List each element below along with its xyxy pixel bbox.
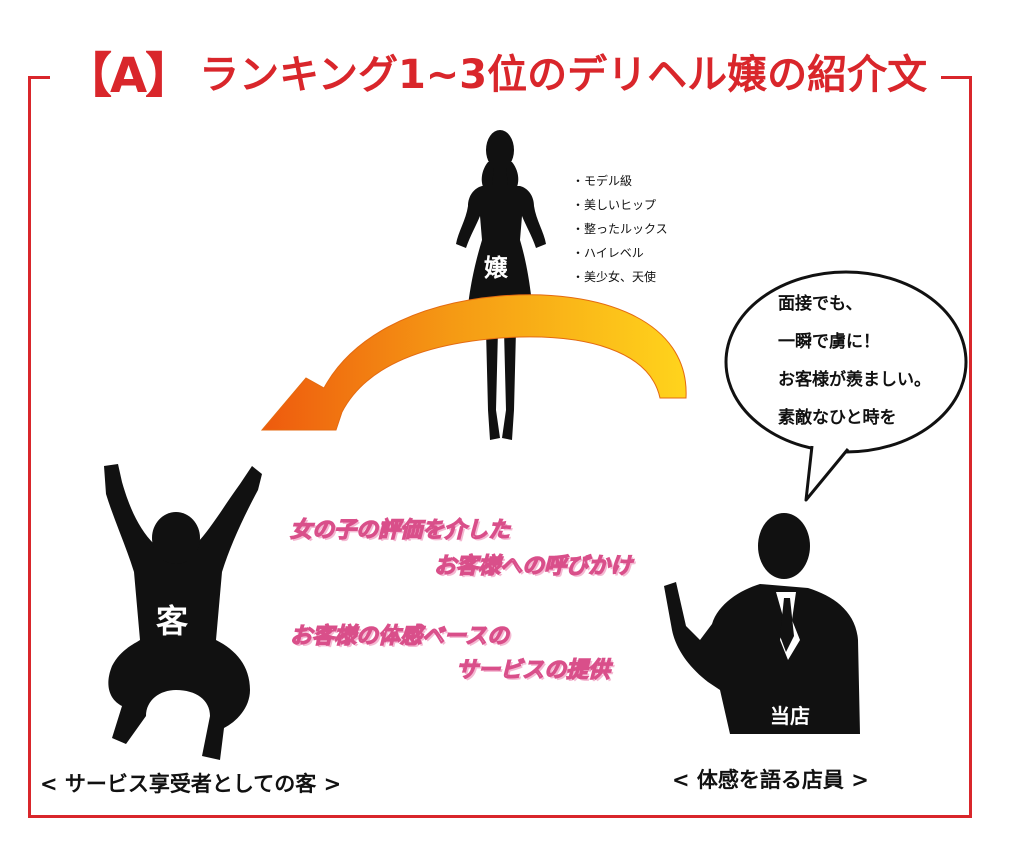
girl-trait: ・美しいヒップ <box>572 198 657 212</box>
speech-line: 一瞬で虜に！ <box>778 332 880 352</box>
speech-line: 面接でも、 <box>778 294 863 314</box>
shop-label: 当店 <box>770 704 810 728</box>
shop-staff-silhouette <box>664 513 860 734</box>
speech-bubble <box>724 270 968 502</box>
customer-caption: < サービス享受者としての客 > <box>40 772 342 796</box>
pink-text-line2: お客様への呼びかけ <box>433 553 633 579</box>
pink-text-line3: お客様の体感ベースの <box>289 623 509 649</box>
title-bar: 【A】 ランキング1~3位のデリヘル嬢の紹介文 <box>50 36 942 106</box>
pink-text-line1: 女の子の評価を介した <box>289 517 511 543</box>
girl-trait: ・モデル級 <box>572 174 633 188</box>
girl-traits-list: ・モデル級 ・美しいヒップ ・整ったルックス ・ハイレベル ・美少女、天使 <box>572 172 668 292</box>
pink-text-line4: サービスの提供 <box>455 657 611 683</box>
shop-caption: < 体感を語る店員 > <box>672 768 869 792</box>
girl-trait: ・美少女、天使 <box>572 270 657 284</box>
customer-silhouette <box>104 464 262 760</box>
speech-line: お客様が羨ましい。 <box>778 370 931 390</box>
title-bracket: 【A】 <box>64 48 193 104</box>
speech-line: 素敵なひと時を <box>778 408 897 428</box>
girl-trait: ・ハイレベル <box>572 246 644 260</box>
customer-label: 客 <box>156 602 189 640</box>
curved-arrow <box>260 294 687 431</box>
woman-silhouette <box>456 130 546 440</box>
page-title: ランキング1~3位のデリヘル嬢の紹介文 <box>199 52 928 98</box>
girl-label: 嬢 <box>484 254 508 282</box>
girl-trait: ・整ったルックス <box>572 222 668 236</box>
speech-bubble-text: 面接でも、 一瞬で虜に！ お客様が羨ましい。 素敵なひと時を <box>778 290 931 442</box>
